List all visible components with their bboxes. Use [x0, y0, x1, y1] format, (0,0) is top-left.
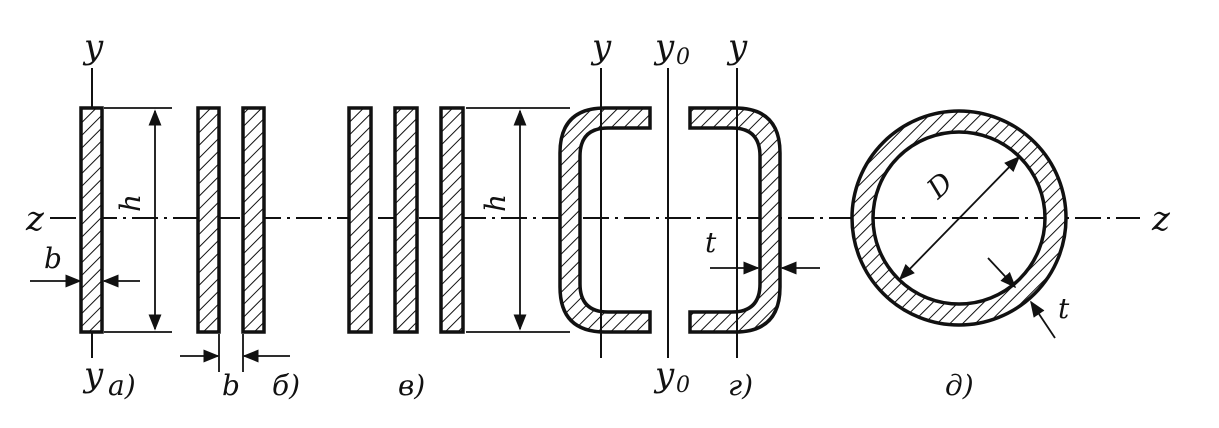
channel-left	[558, 106, 652, 334]
label-y0-bottom: y 0	[653, 355, 690, 398]
label-b-b: b	[222, 369, 240, 402]
strip-b-1	[196, 106, 221, 334]
section-d	[850, 109, 1068, 339]
label-z-left: z	[25, 199, 45, 239]
label-y0-top-main: y	[653, 27, 675, 67]
t-arrow-inner-d	[1030, 300, 1056, 339]
section-a	[30, 68, 172, 358]
diameter-dimension	[898, 155, 1021, 281]
tube-ring	[850, 109, 1068, 327]
channel-right	[688, 106, 782, 334]
label-h-v: h	[479, 194, 512, 212]
label-y-top-g-left: y	[590, 27, 612, 67]
label-y0-top: y 0	[653, 27, 690, 70]
label-y0-top-sub: 0	[676, 45, 690, 70]
section-v	[347, 106, 570, 334]
caption-d: д)	[945, 369, 974, 402]
label-y-bottom-a: y	[82, 355, 104, 395]
strip-v-3	[439, 106, 465, 334]
caption-v: в)	[398, 369, 425, 402]
label-h-a: h	[114, 194, 147, 212]
label-t-g: t	[705, 226, 717, 259]
label-y0-bottom-sub: 0	[676, 373, 690, 398]
section-b	[180, 106, 290, 372]
strip-b-2	[241, 106, 266, 334]
label-y-top-g-right: y	[726, 27, 748, 67]
caption-a: а)	[108, 369, 136, 402]
strip-a	[79, 106, 104, 334]
label-t-d: t	[1058, 292, 1070, 325]
caption-g: г)	[728, 369, 753, 402]
t-arrow-outer-d	[987, 257, 1017, 289]
label-z-right: z	[1151, 199, 1171, 239]
label-b-a: b	[44, 242, 62, 275]
section-g	[558, 68, 820, 358]
label-y0-bottom-main: y	[653, 355, 675, 395]
label-diameter: D	[920, 166, 960, 206]
strip-v-1	[347, 106, 373, 334]
label-y-top-a: y	[82, 27, 104, 67]
caption-b: б)	[272, 369, 300, 402]
strip-v-2	[393, 106, 419, 334]
